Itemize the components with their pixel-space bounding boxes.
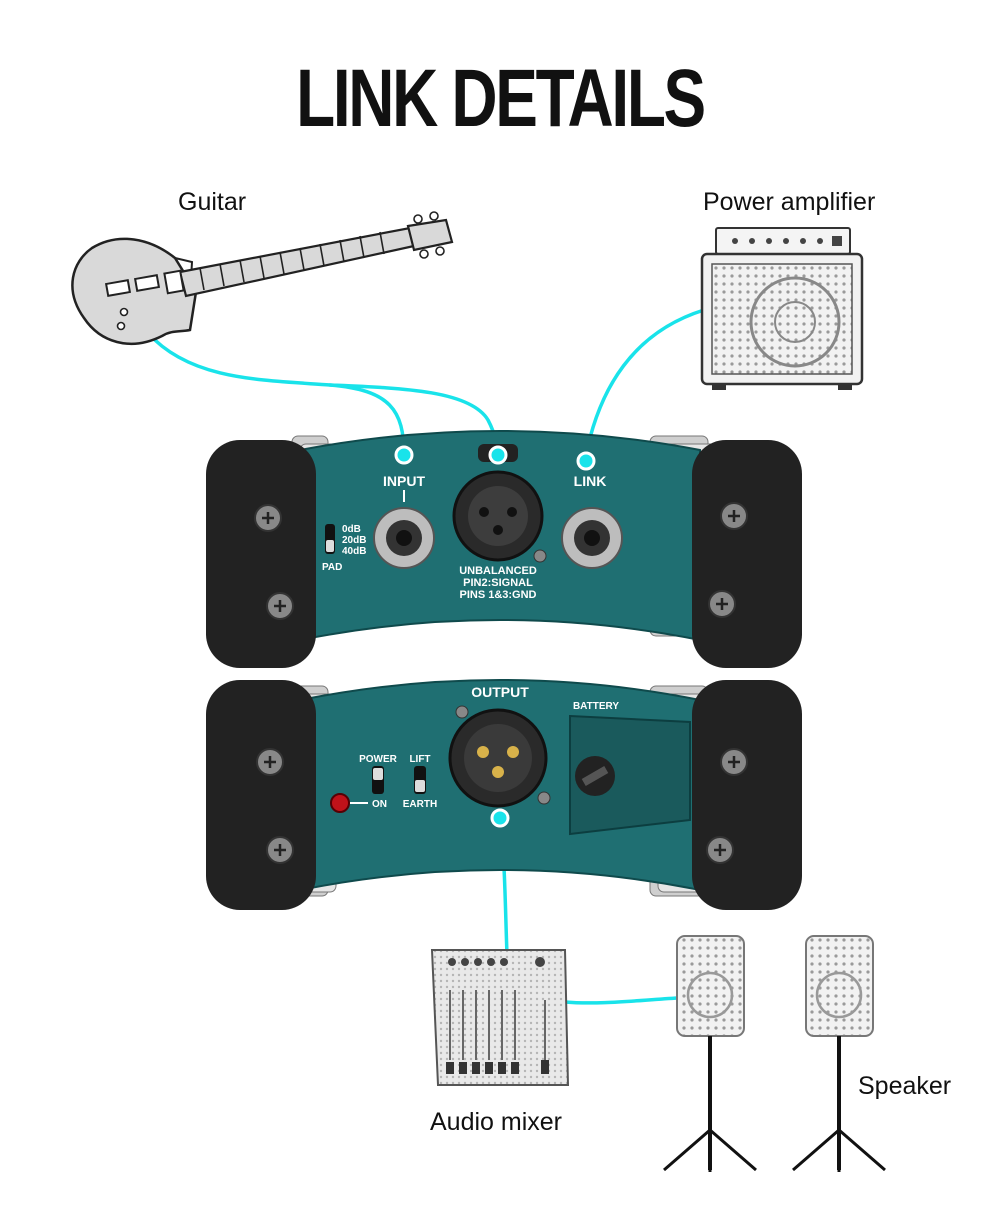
battery-compartment — [569, 714, 691, 836]
power-label: POWER — [359, 754, 398, 765]
screw-icon-rear — [256, 748, 748, 864]
cable-guitar-input — [146, 331, 406, 457]
rear-panel: OUTPUT BATTERY POWER ON LIFT EARTH — [206, 679, 802, 910]
xlr-female-icon — [452, 444, 547, 563]
battery-label: BATTERY — [573, 701, 619, 712]
link-label: LINK — [574, 473, 607, 489]
screw-icon — [254, 502, 748, 620]
connection-dot-icon — [394, 445, 596, 471]
left-rubber-bumper-rear — [206, 680, 316, 910]
right-rubber-bumper — [692, 440, 802, 668]
link-jack-icon — [561, 507, 623, 569]
guitar-icon — [71, 211, 454, 345]
on-label: ON — [372, 799, 387, 810]
power-switch — [372, 766, 384, 794]
front-panel: 0dB 20dB 40dB PAD INPUT LINK UNBALANCED … — [206, 430, 802, 668]
input-jack-icon — [373, 507, 435, 569]
guitar-label: Guitar — [178, 188, 247, 216]
cable-mixer-speaker — [563, 996, 680, 1005]
right-rubber-bumper-rear — [692, 680, 802, 910]
pad-label: PAD — [322, 562, 342, 573]
pad-option-2: 40dB — [342, 546, 366, 557]
xlr-note-1: PIN2:SIGNAL — [463, 577, 533, 589]
speaker-icon-2 — [792, 935, 886, 1172]
audio-mixer-label: Audio mixer — [430, 1108, 562, 1136]
speaker-icon — [663, 935, 757, 1172]
earth-label: EARTH — [403, 799, 437, 810]
speaker-label: Speaker — [858, 1072, 952, 1100]
pad-option-0: 0dB — [342, 524, 361, 535]
xlr-note-2: PINS 1&3:GND — [459, 589, 536, 601]
input-label: INPUT — [383, 473, 425, 489]
page-title: LINK DETAILS — [296, 53, 706, 144]
audio-mixer-icon — [430, 949, 570, 1086]
xlr-note-0: UNBALANCED — [459, 565, 537, 577]
cable-amp-link — [583, 308, 706, 462]
power-amplifier-label: Power amplifier — [703, 188, 876, 216]
left-rubber-bumper — [206, 440, 316, 668]
lift-earth-switch — [414, 766, 426, 794]
xlr-male-icon — [448, 705, 551, 808]
pad-switch — [325, 524, 335, 554]
power-led-icon — [330, 793, 350, 813]
pad-option-1: 20dB — [342, 535, 366, 546]
connection-dot-output-icon — [490, 808, 510, 828]
output-label: OUTPUT — [471, 684, 529, 700]
power-amplifier-icon — [700, 227, 864, 390]
lift-label: LIFT — [409, 754, 430, 765]
